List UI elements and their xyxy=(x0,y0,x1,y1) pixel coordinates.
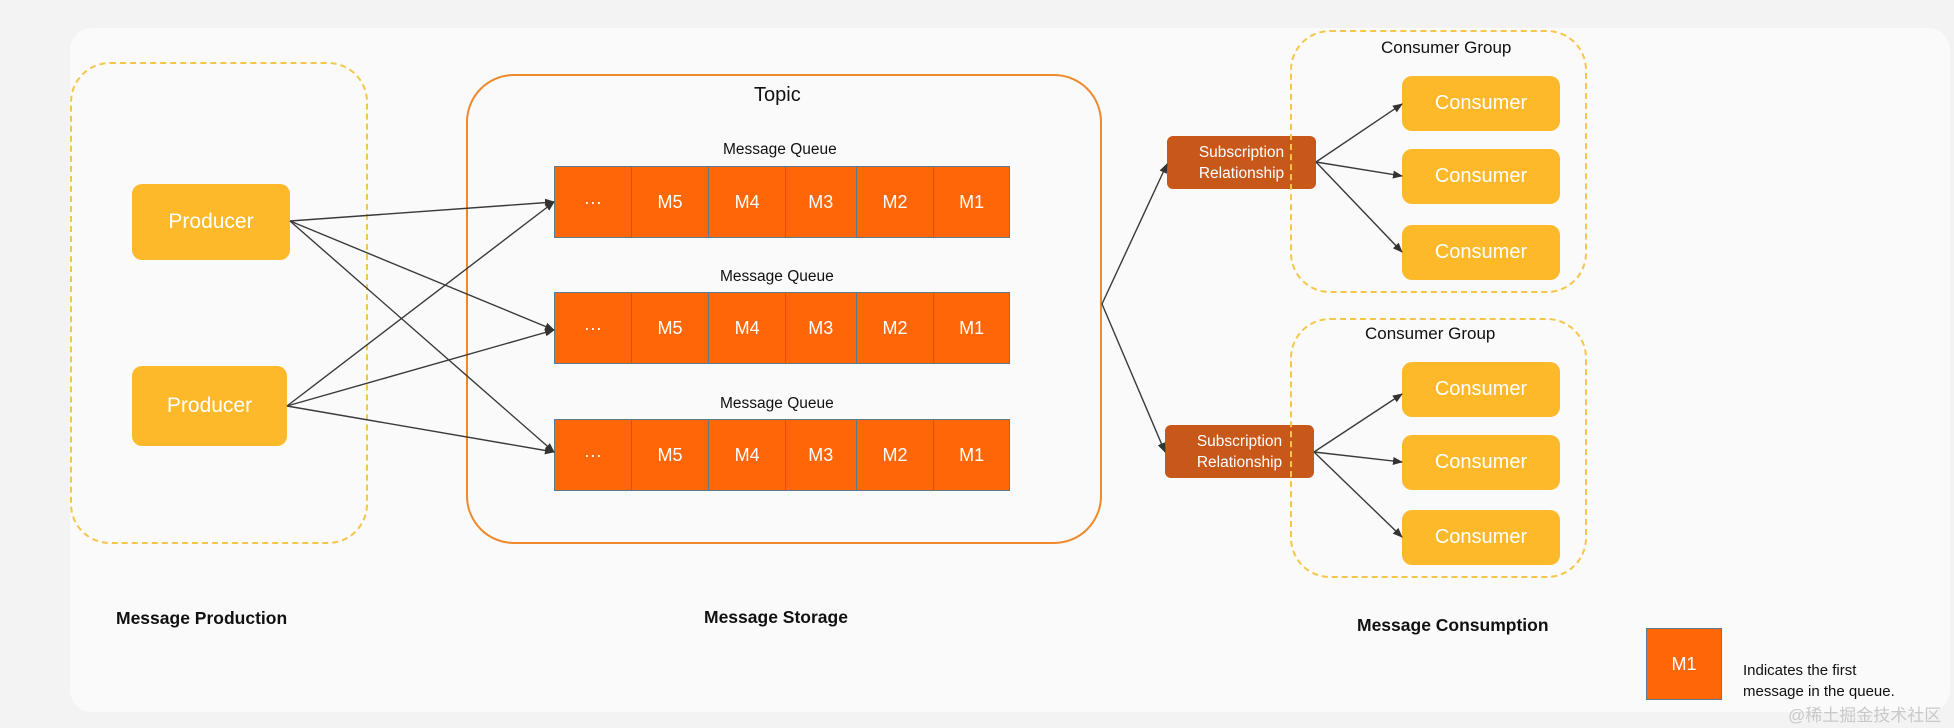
consumer-2-3: Consumer xyxy=(1402,510,1560,565)
consumer-label: Consumer xyxy=(1434,378,1528,400)
consumer-2-2: Consumer xyxy=(1402,435,1560,490)
queue-cell: M1 xyxy=(933,420,1009,490)
queue-cell: M4 xyxy=(708,293,785,363)
queue-cell: M3 xyxy=(784,420,856,490)
message-consumption-label: Message Consumption xyxy=(1357,615,1549,635)
consumer-label: Consumer xyxy=(1434,526,1528,548)
consumer-1-2: Consumer xyxy=(1402,149,1560,204)
legend-text-line2: message in the queue. xyxy=(1743,683,1895,700)
subscription-relationship-2: Subscription Relationship xyxy=(1165,425,1314,478)
queue-cell: ··· xyxy=(555,293,631,363)
consumer-label: Consumer xyxy=(1434,165,1528,187)
queue-cell: M2 xyxy=(855,167,934,237)
subscription-2-line1: Subscription xyxy=(1196,432,1283,450)
producer-2: Producer xyxy=(132,366,287,446)
arrow xyxy=(286,405,555,455)
queue-cell: M4 xyxy=(708,420,785,490)
message-storage-label: Message Storage xyxy=(704,607,848,627)
producer-1-label: Producer xyxy=(168,210,254,233)
diagram-background xyxy=(70,28,1950,712)
queue-cell: M3 xyxy=(784,167,856,237)
topic-title: Topic xyxy=(754,84,801,106)
arrow xyxy=(1101,303,1166,453)
queue-3-label: Message Queue xyxy=(720,395,834,412)
arrow xyxy=(1315,161,1403,253)
arrow xyxy=(289,220,555,453)
consumer-1-3: Consumer xyxy=(1402,225,1560,280)
message-queue-1: ··· M5 M4 M3 M2 M1 xyxy=(554,166,1010,238)
subscription-2-line2: Relationship xyxy=(1196,453,1283,471)
legend-m1-box: M1 xyxy=(1646,628,1722,700)
consumer-group-2-title: Consumer Group xyxy=(1365,324,1496,343)
consumer-group-1-title: Consumer Group xyxy=(1381,38,1512,57)
topic-box xyxy=(466,74,1102,544)
message-queue-2: ··· M5 M4 M3 M2 M1 xyxy=(554,292,1010,364)
queue-1-label: Message Queue xyxy=(723,141,837,158)
queue-cell: M5 xyxy=(630,167,709,237)
arrow xyxy=(289,220,555,331)
legend-text-line1: Indicates the first xyxy=(1743,662,1857,679)
queue-cell: M5 xyxy=(630,293,709,363)
queue-cell: M1 xyxy=(933,167,1009,237)
producer-1: Producer xyxy=(132,184,290,260)
arrow xyxy=(1313,451,1403,465)
queue-cell: ··· xyxy=(555,167,631,237)
queue-cell: M3 xyxy=(784,293,856,363)
consumer-label: Consumer xyxy=(1434,92,1528,114)
queue-cell: M2 xyxy=(855,420,934,490)
arrow xyxy=(286,328,555,407)
queue-cell: ··· xyxy=(555,420,631,490)
message-queue-3: ··· M5 M4 M3 M2 M1 xyxy=(554,419,1010,491)
arrow xyxy=(1313,451,1403,538)
subscription-1-line1: Subscription xyxy=(1198,143,1285,161)
queue-cell: M4 xyxy=(708,167,785,237)
consumer-label: Consumer xyxy=(1434,241,1528,263)
watermark: @稀土掘金技术社区 xyxy=(1788,706,1942,725)
queue-cell: M5 xyxy=(630,420,709,490)
arrow xyxy=(289,198,555,222)
legend-m1-label: M1 xyxy=(1671,653,1697,674)
arrow xyxy=(1315,103,1403,163)
queue-2-label: Message Queue xyxy=(720,268,834,285)
arrow xyxy=(1313,393,1403,453)
queue-cell: M2 xyxy=(855,293,934,363)
message-production-label: Message Production xyxy=(116,608,288,628)
subscription-1-line2: Relationship xyxy=(1198,164,1285,182)
consumer-group-2-box xyxy=(1290,318,1587,578)
queue-cell: M1 xyxy=(933,293,1009,363)
consumer-2-1: Consumer xyxy=(1402,362,1560,417)
arrow xyxy=(286,201,555,407)
arrow xyxy=(1315,161,1403,179)
consumer-1-1: Consumer xyxy=(1402,76,1560,131)
arrow xyxy=(1101,163,1168,305)
producer-2-label: Producer xyxy=(166,394,253,417)
producer-group-box xyxy=(70,62,368,544)
consumer-label: Consumer xyxy=(1434,451,1528,473)
consumer-group-1-box xyxy=(1290,30,1587,293)
